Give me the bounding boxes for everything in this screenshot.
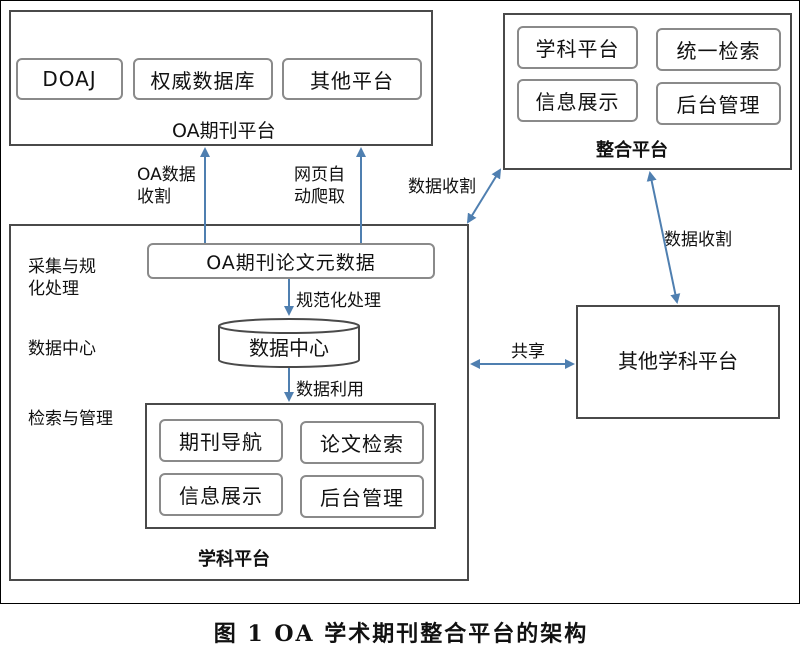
integration-item-discipline: 学科平台 [517, 26, 638, 69]
oa-item-authority-db: 权威数据库 [133, 58, 273, 100]
collect-normalize-label: 采集与规 化处理 [28, 257, 96, 299]
harvest-right-label: 数据收割 [664, 230, 732, 250]
discipline-platform-title: 学科平台 [198, 549, 270, 570]
database-label: 数据中心 [249, 336, 329, 360]
integration-item-unified-search: 统一检索 [656, 28, 781, 71]
metadata-box: OA期刊论文元数据 [147, 243, 435, 279]
service-paper-search: 论文检索 [300, 421, 424, 464]
other-platform-label: 其他学科平台 [618, 349, 738, 373]
figure-frame [0, 0, 800, 604]
data-center-label: 数据中心 [28, 339, 96, 359]
retrieval-management-label: 检索与管理 [28, 409, 113, 429]
service-journal-nav: 期刊导航 [159, 419, 283, 462]
database-cylinder-icon [218, 318, 360, 368]
service-info-display: 信息展示 [159, 473, 283, 516]
integration-item-admin: 后台管理 [656, 82, 781, 125]
harvest-right-arrow [646, 171, 681, 304]
harvest-left-arrow [466, 168, 502, 224]
web-crawl-label: 网页自 动爬取 [294, 165, 345, 207]
oa-item-doaj: DOAJ [16, 58, 123, 100]
integration-item-info-display: 信息展示 [517, 79, 638, 122]
oa-item-other: 其他平台 [282, 58, 422, 100]
service-admin: 后台管理 [300, 475, 424, 518]
data-use-label: 数据利用 [296, 380, 364, 400]
oa-harvest-label: OA数据 收割 [137, 165, 196, 207]
harvest-left-label: 数据收割 [408, 177, 476, 197]
figure-caption: 图 1 OA 学术期刊整合平台的架构 [213, 621, 589, 647]
data-center-database: 数据中心 [217, 318, 361, 368]
oa-platform-title: OA期刊平台 [172, 120, 276, 142]
other-platform-box [576, 305, 780, 419]
share-label: 共享 [511, 342, 545, 362]
normalize-label: 规范化处理 [296, 291, 381, 311]
integration-platform-title: 整合平台 [596, 140, 668, 161]
